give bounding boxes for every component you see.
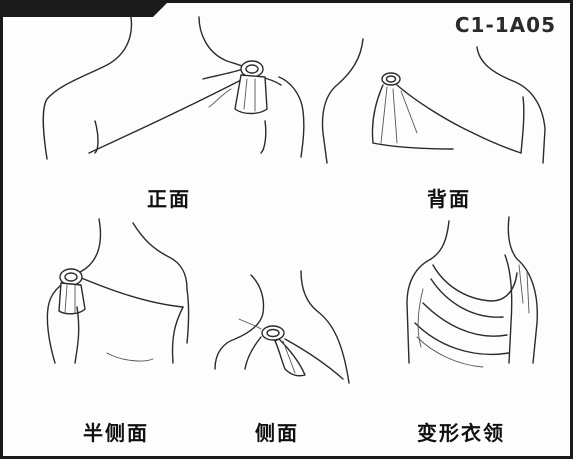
back-view-sketch (321, 38, 546, 164)
caption-half-side: 半侧面 (83, 421, 149, 445)
corner-tab (3, 3, 167, 17)
caption-front: 正面 (147, 187, 191, 211)
variation-collar-sketch (406, 216, 539, 368)
half-side-view-sketch (46, 218, 190, 364)
caption-variation: 变形衣领 (417, 421, 505, 445)
figure-code: C1-1A05 (454, 13, 556, 37)
caption-back: 背面 (427, 187, 471, 211)
caption-side: 侧面 (255, 421, 299, 445)
front-view-sketch (42, 16, 305, 160)
side-view-sketch (214, 270, 350, 384)
